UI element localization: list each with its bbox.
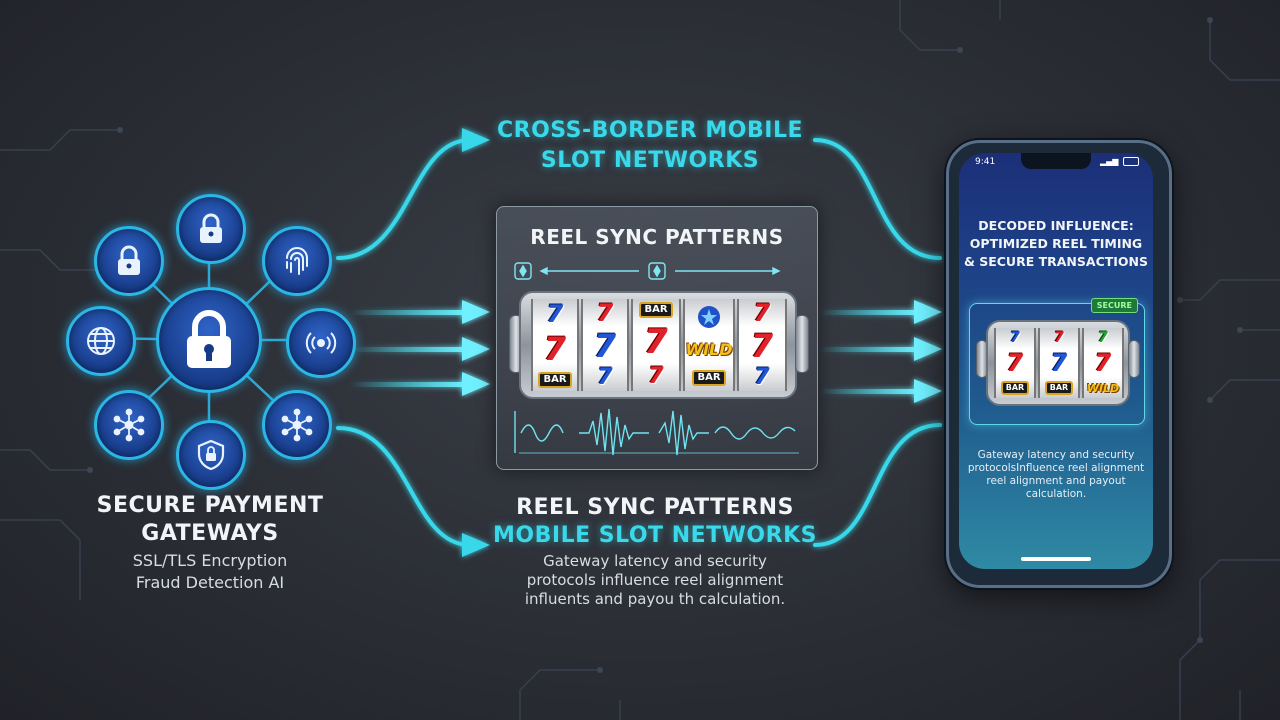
mini-right-cap — [1128, 340, 1140, 378]
padlock-icon — [187, 310, 231, 368]
bottom-desc-line1: Gateway latency and security — [543, 552, 767, 570]
hub-title-line1: SECURE PAYMENT — [96, 493, 324, 518]
waveform-graph — [514, 408, 799, 456]
top-label-line1: CROSS-BORDER MOBILE — [496, 118, 804, 143]
hub-sub-line2: Fraud Detection AI — [135, 573, 285, 592]
symbol-seven: 7 — [543, 329, 567, 368]
lock-icon — [118, 245, 140, 275]
network-node-left — [94, 390, 164, 460]
symbol-wild: WILD — [1086, 381, 1120, 395]
symbol-seven: 7 — [753, 299, 771, 328]
symbol-seven: 7 — [546, 300, 564, 329]
phone-heading-line1: DECODED INFLUENCE: — [978, 218, 1134, 233]
shield-node — [176, 420, 246, 490]
phone-screen: 9:41 ▂▄▆ DECODED INFLUENCE: OPTIMIZED RE… — [959, 153, 1153, 569]
symbol-bar: BAR — [1000, 381, 1030, 395]
reel-3: BAR 7 7 — [631, 299, 681, 391]
phone-heading-line2: OPTIMIZED REEL TIMING — [969, 236, 1143, 251]
mini-reel-3: 7 7 WILD — [1082, 328, 1124, 398]
symbol-seven: 7 — [1094, 349, 1112, 378]
reel-2: 7 7 7 — [581, 299, 629, 391]
hub-sub-line1: SSL/TLS Encryption — [132, 551, 288, 570]
symbol-seven: 7 — [1006, 349, 1024, 377]
symbol-bar: BAR — [639, 302, 673, 319]
symbol-seven: 7 — [1098, 330, 1108, 347]
slot-machine: 7 7 BAR 7 7 7 BAR 7 7 WILD BAR 7 7 7 — [519, 291, 797, 399]
network-node-right — [262, 390, 332, 460]
lock-icon — [200, 213, 222, 243]
phone-desc-line4: calculation. — [1025, 488, 1087, 500]
top-label-line2: SLOT NETWORKS — [540, 148, 760, 173]
status-time: 9:41 — [975, 157, 996, 167]
symbol-seven: 7 — [596, 299, 614, 328]
phone-desc-line1: Gateway latency and security — [977, 449, 1135, 461]
symbol-seven: 7 — [644, 321, 668, 362]
bottom-desc: Gateway latency and security protocols i… — [470, 552, 840, 609]
phone-heading: DECODED INFLUENCE: OPTIMIZED REEL TIMING… — [959, 217, 1153, 271]
top-label: CROSS-BORDER MOBILE SLOT NETWORKS — [480, 116, 820, 176]
hub-title: SECURE PAYMENT GATEWAYS — [60, 492, 360, 548]
home-indicator — [1021, 557, 1091, 561]
globe-node — [66, 306, 136, 376]
phone-notch — [1021, 153, 1091, 169]
reel-sync-panel: REEL SYNC PATTERNS 7 7 BAR 7 7 7 BAR 7 — [496, 206, 818, 470]
panel-title: REEL SYNC PATTERNS — [530, 225, 784, 249]
signal-icon: ▂▄▆ — [1099, 157, 1119, 166]
fingerprint-node — [262, 226, 332, 296]
phone-desc-line3: reel alignment and payout — [986, 475, 1126, 487]
lock-node-top — [176, 194, 246, 264]
battery-icon — [1123, 157, 1139, 166]
phone-slot-frame: SECURE 7 7 BAR 7 7 BAR 7 7 WILD — [969, 298, 1145, 425]
symbol-seven: 7 — [1050, 349, 1068, 377]
signal-node — [286, 308, 356, 378]
bottom-desc-line3: influents and payou th calculation. — [524, 590, 786, 608]
symbol-seven: 7 — [1054, 330, 1064, 346]
reel-1: 7 7 BAR — [531, 299, 579, 391]
phone-desc-line2: protocolsInfluence reel alignment — [967, 462, 1145, 474]
mini-reel-2: 7 7 BAR — [1038, 328, 1080, 398]
phone-heading-line3: & SECURE TRANSACTIONS — [963, 254, 1149, 269]
globe-icon — [87, 327, 115, 355]
symbol-seven: 7 — [1010, 330, 1020, 346]
bottom-desc-line2: protocols influence reel alignment — [526, 571, 784, 589]
hub-title-line2: GATEWAYS — [141, 521, 279, 546]
lock-node-left — [94, 226, 164, 296]
symbol-seven: 7 — [597, 364, 613, 390]
secure-badge: SECURE — [1090, 298, 1138, 313]
signal-waves-icon — [305, 332, 337, 354]
bottom-label-line1: REEL SYNC PATTERNS — [516, 495, 794, 520]
symbol-seven: 7 — [754, 364, 770, 390]
reel-5: 7 7 7 — [737, 299, 787, 391]
symbol-wild: WILD — [685, 340, 733, 360]
symbol-seven: 7 — [593, 326, 617, 365]
network-icon — [113, 408, 145, 442]
fingerprint-icon — [286, 247, 308, 275]
mini-slot-machine: 7 7 BAR 7 7 BAR 7 7 WILD — [986, 320, 1130, 406]
bottom-label-line2: MOBILE SLOT NETWORKS — [493, 523, 817, 548]
mini-reel-1: 7 7 BAR — [994, 328, 1036, 398]
reel-4: WILD BAR — [683, 299, 735, 391]
network-icon — [281, 408, 313, 442]
symbol-bar: BAR — [1044, 381, 1074, 395]
symbol-bar: BAR — [692, 369, 726, 386]
bottom-label: REEL SYNC PATTERNS MOBILE SLOT NETWORKS … — [470, 494, 840, 609]
status-icons: ▂▄▆ — [1100, 157, 1139, 166]
phone-desc: Gateway latency and security protocolsIn… — [965, 449, 1147, 501]
smartphone: 9:41 ▂▄▆ DECODED INFLUENCE: OPTIMIZED RE… — [946, 140, 1172, 588]
symbol-bar: BAR — [538, 371, 572, 388]
shield-lock-icon — [197, 439, 225, 471]
symbol-seven: 7 — [750, 326, 774, 365]
star-badge-icon — [698, 306, 720, 329]
timeline-row — [514, 262, 781, 280]
hub-subtitle: SSL/TLS Encryption Fraud Detection AI — [60, 550, 360, 594]
hub-center-node — [156, 287, 262, 393]
reel-right-cap — [795, 315, 809, 373]
symbol-seven: 7 — [648, 363, 664, 389]
